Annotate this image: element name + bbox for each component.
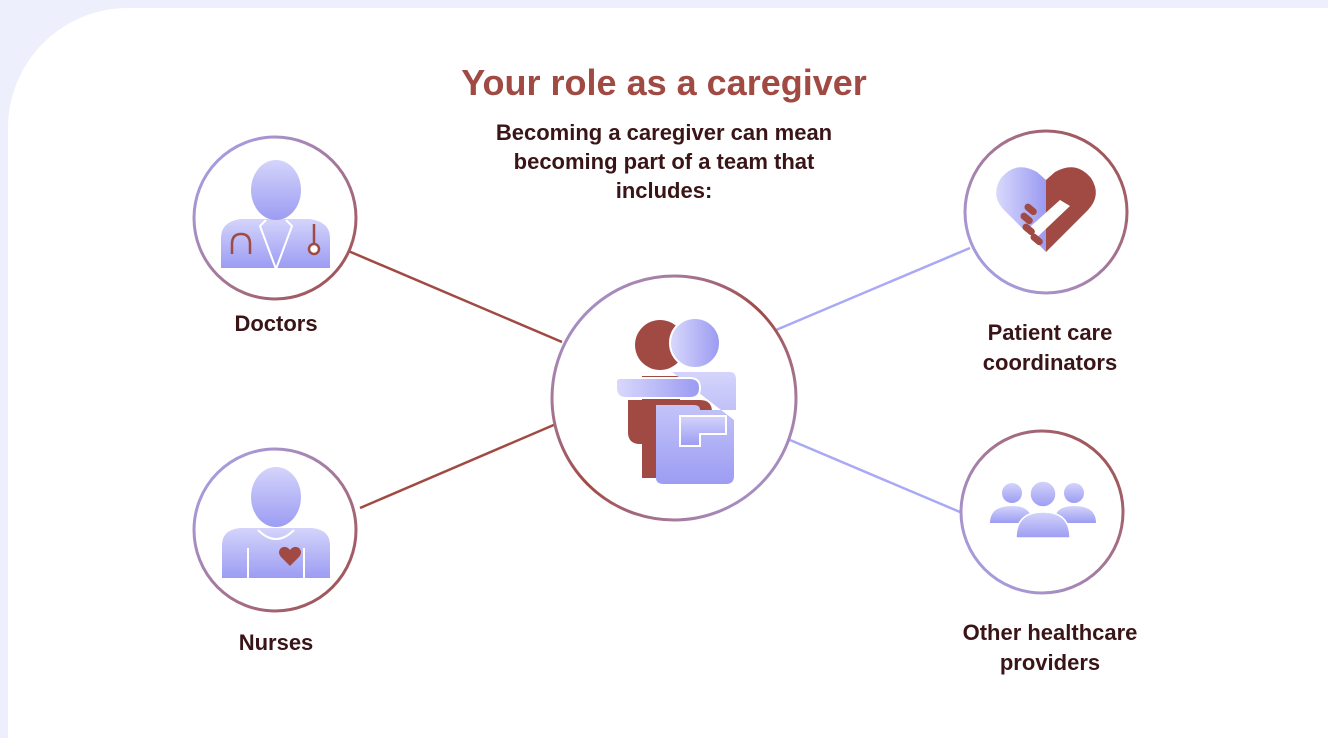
group-icon bbox=[990, 480, 1096, 539]
nurse-icon bbox=[222, 467, 330, 578]
label-nurses: Nurses bbox=[238, 630, 314, 655]
connector-providers bbox=[789, 438, 961, 514]
label-doctors: Doctors bbox=[234, 311, 318, 336]
connector-doctors bbox=[345, 248, 563, 344]
nurses-node bbox=[192, 447, 358, 613]
page-title: Your role as a caregiver bbox=[461, 62, 867, 103]
heart-icon bbox=[279, 546, 301, 566]
handshake-heart-icon bbox=[996, 167, 1096, 252]
coordinators-node bbox=[963, 129, 1129, 295]
providers-node bbox=[959, 429, 1125, 595]
label-coordinators: Patient care coordinators bbox=[982, 320, 1118, 375]
doctors-node bbox=[192, 135, 358, 301]
connector-coordinators bbox=[775, 246, 971, 332]
center-node bbox=[550, 274, 798, 522]
hug-icon bbox=[615, 317, 736, 484]
page-subtitle: Becoming a caregiver can mean becoming p… bbox=[495, 120, 833, 203]
connector-nurses bbox=[359, 422, 557, 510]
label-providers: Other healthcare providers bbox=[962, 620, 1138, 675]
doctor-icon bbox=[221, 160, 330, 270]
